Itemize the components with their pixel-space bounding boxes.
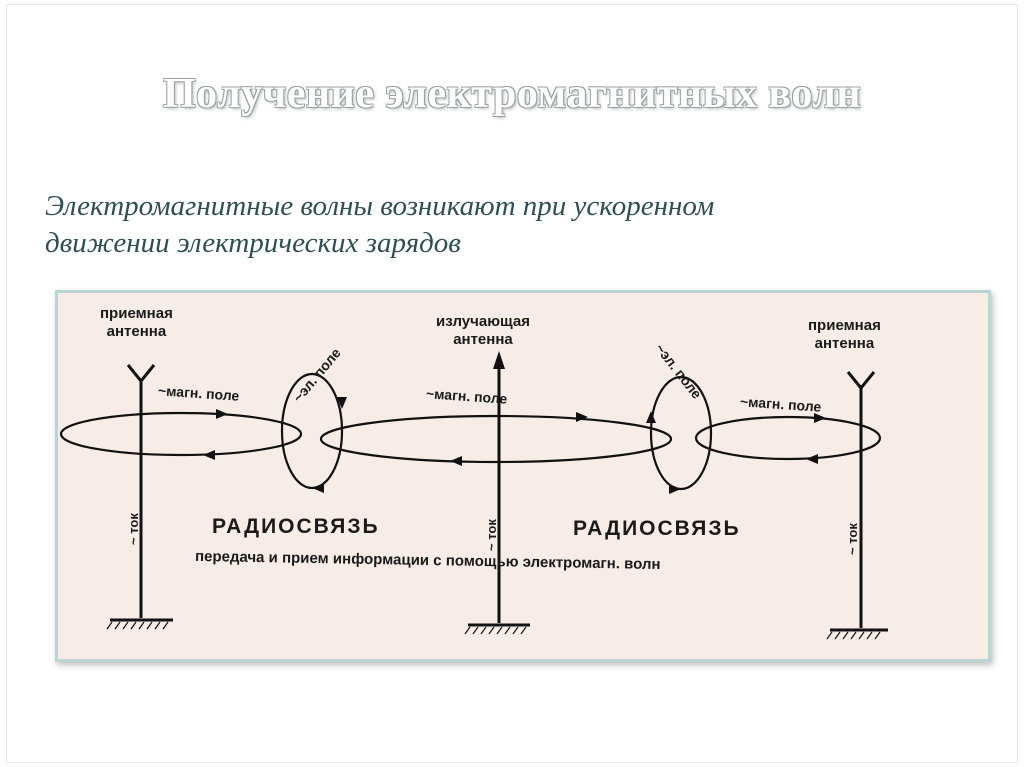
center-antenna-label-line-1: излучающая (436, 313, 530, 330)
radio-diagram: приемная антенна излучающая антенна прие… (55, 290, 991, 662)
subtitle-line-1: Электромагнитные волны возникают при уск… (45, 190, 715, 222)
radio-label-left: РАДИОСВЯЗЬ (212, 515, 380, 538)
magnetic-field-arrows (203, 409, 826, 466)
left-antenna (110, 364, 173, 622)
center-antenna-label-line-2: антенна (453, 331, 513, 348)
center-ground (464, 626, 527, 635)
slide-subtitle: Электромагнитные волны возникают при уск… (45, 188, 985, 262)
subtitle-line-2: движении электрических зарядов (45, 227, 461, 259)
center-antenna-arrowhead (493, 351, 505, 369)
slide-title: Получение электромагнитных волн (162, 71, 862, 117)
slide-frame (6, 4, 1018, 763)
center-antenna-label: излучающая антенна (436, 313, 530, 349)
right-antenna-label-line-1: приемная (808, 317, 881, 334)
right-antenna-label-line-2: антенна (814, 335, 875, 352)
magnetic-loop-center (319, 414, 673, 464)
current-label-center: ~ ток (484, 519, 499, 551)
left-antenna-label-line-2: антенна (106, 323, 167, 340)
current-label-right: ~ ток (845, 523, 860, 555)
diagram-drawing (59, 351, 888, 640)
magnetic-loop-left (59, 411, 303, 457)
right-antenna-label: приемная антенна (808, 317, 881, 353)
current-label-left: ~ ток (126, 513, 141, 545)
left-ground (106, 621, 169, 630)
radio-label-right: РАДИОСВЯЗЬ (573, 517, 741, 540)
magnetic-field-loops (59, 411, 882, 464)
left-antenna-label: приемная антенна (100, 305, 173, 341)
left-antenna-label-line-1: приемная (100, 305, 173, 322)
right-ground (826, 631, 881, 640)
magnetic-loop-right (694, 415, 882, 461)
right-antenna (830, 371, 888, 632)
center-antenna (468, 365, 530, 627)
electric-field-arrows (312, 397, 681, 494)
